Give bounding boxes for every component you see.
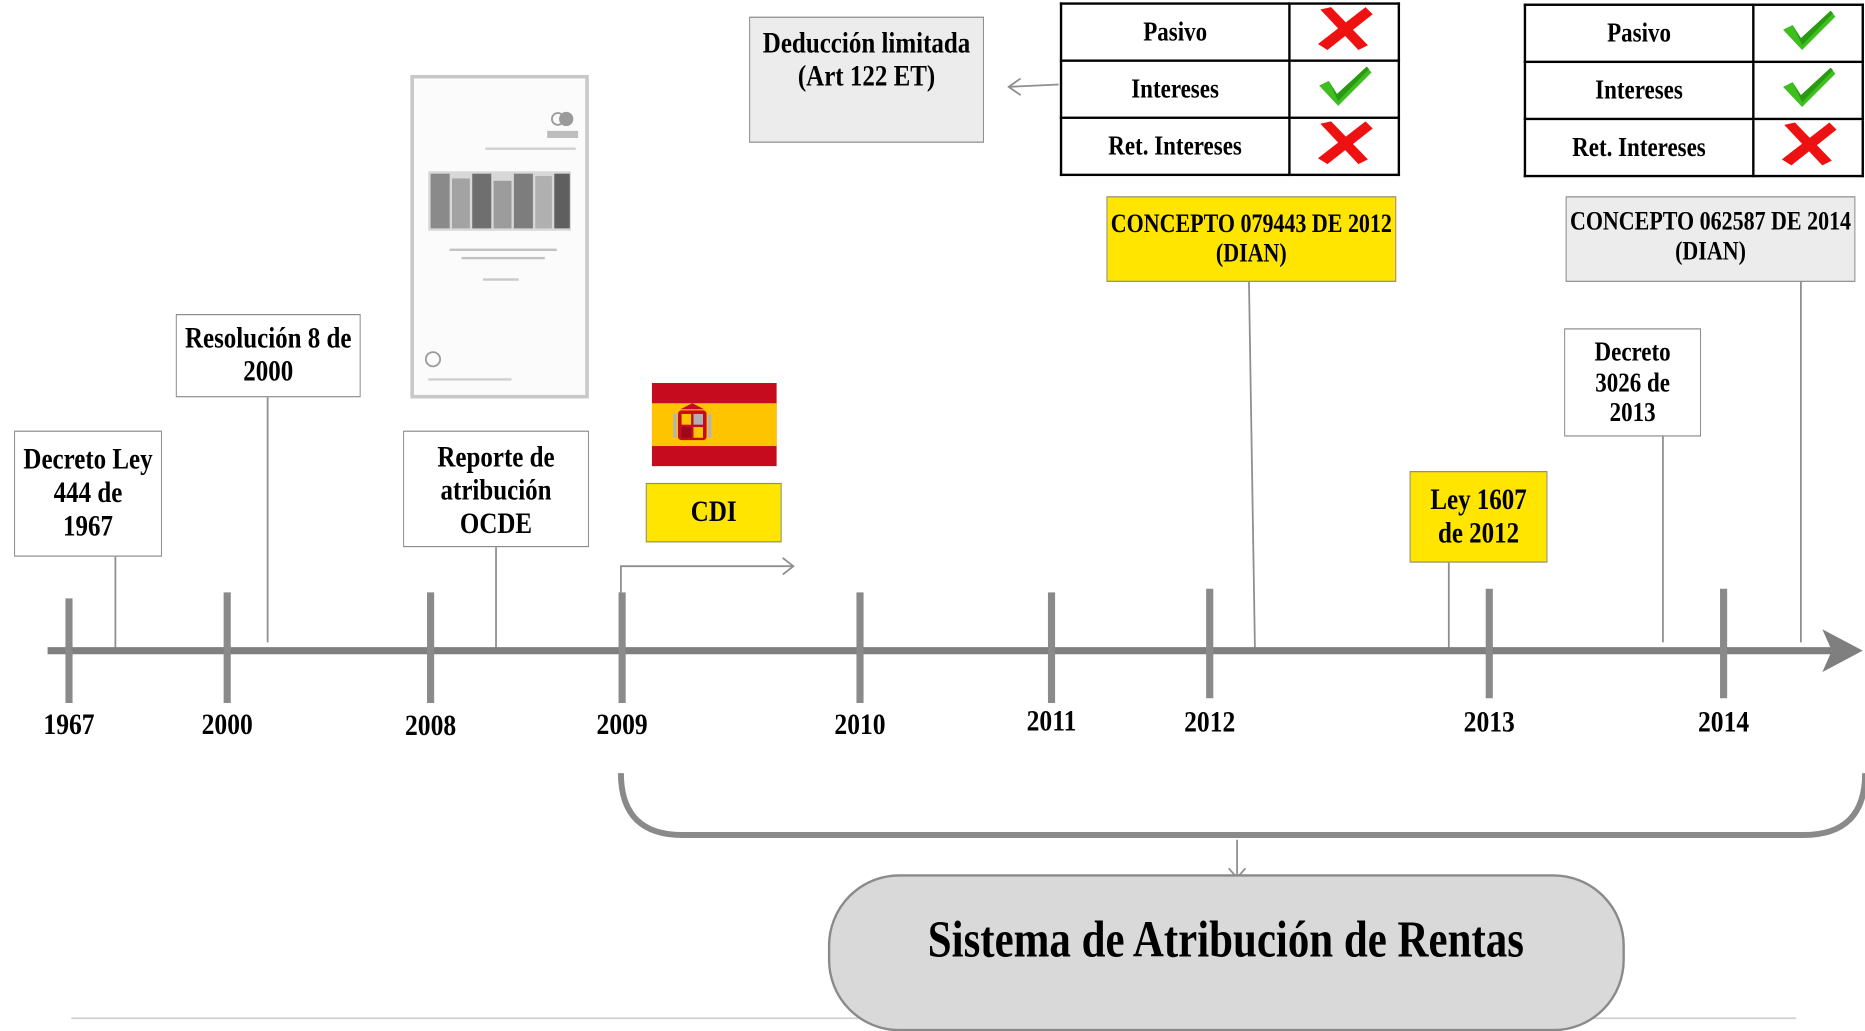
- status-row-intereses: Intereses: [1523, 60, 1864, 121]
- range-bracket: [617, 773, 1865, 839]
- year-label-2008: 2008: [405, 710, 457, 743]
- conclusion-label: Sistema de Atribución de Rentas: [928, 909, 1525, 968]
- cross-icon: [1288, 116, 1401, 177]
- status-label-pasivo: Pasivo: [1143, 16, 1208, 47]
- year-ticks: [65, 588, 1728, 703]
- year-label-1967: 1967: [43, 708, 95, 742]
- check-icon: [1752, 60, 1864, 121]
- status-table-2012: Pasivo Intereses Ret. Intereses: [1059, 2, 1401, 177]
- event-reporte-ocde: Reporte de atribución OCDE: [403, 430, 589, 548]
- year-label-2012: 2012: [1184, 706, 1236, 739]
- status-label-intereses: Intereses: [1595, 74, 1683, 105]
- year-label-2013: 2013: [1463, 706, 1515, 739]
- status-row-pasivo: Pasivo: [1523, 3, 1864, 64]
- cross-icon: [1288, 2, 1401, 62]
- event-decreto-ley-444: Decreto Ley 444 de 1967: [14, 430, 162, 557]
- status-table-2014: Pasivo Intereses Ret. Intereses: [1523, 3, 1864, 178]
- year-label-2011: 2011: [1026, 705, 1077, 738]
- year-label-2014: 2014: [1698, 706, 1750, 739]
- status-row-ret-intereses: Ret. Intereses: [1059, 116, 1401, 177]
- status-row-pasivo: Pasivo: [1059, 2, 1401, 62]
- status-label-pasivo: Pasivo: [1607, 17, 1672, 48]
- cross-icon: [1752, 117, 1864, 178]
- event-concepto-079443: CONCEPTO 079443 DE 2012 (DIAN): [1106, 196, 1397, 282]
- event-concepto-062587: CONCEPTO 062587 DE 2014 (DIAN): [1565, 196, 1856, 282]
- status-label-ret-intereses: Ret. Intereses: [1572, 132, 1706, 162]
- status-label-intereses: Intereses: [1131, 73, 1220, 104]
- year-label-2009: 2009: [596, 708, 648, 742]
- check-icon: [1288, 59, 1401, 119]
- event-deduccion-limitada: Deducción limitada (Art 122 ET): [749, 16, 984, 143]
- status-row-ret-intereses: Ret. Intereses: [1523, 117, 1864, 178]
- event-resolucion-8: Resolución 8 de 2000: [175, 314, 361, 398]
- year-label-2010: 2010: [834, 708, 886, 742]
- conclusion-sistema-atribucion: Sistema de Atribución de Rentas: [827, 874, 1625, 1031]
- timeline-arrowhead: [1822, 629, 1863, 673]
- oecd-report-cover-image: [410, 74, 589, 399]
- spain-flag-icon: [651, 383, 777, 467]
- year-label-2000: 2000: [201, 708, 253, 742]
- connector-lines: [114, 77, 1802, 880]
- status-row-intereses: Intereses: [1059, 59, 1401, 119]
- event-ley-1607: Ley 1607 de 2012: [1409, 471, 1548, 563]
- check-icon: [1752, 3, 1864, 64]
- event-decreto-3026: Decreto 3026 de 2013: [1564, 328, 1702, 437]
- event-cdi: CDI: [645, 482, 782, 543]
- status-label-ret-intereses: Ret. Intereses: [1108, 130, 1243, 161]
